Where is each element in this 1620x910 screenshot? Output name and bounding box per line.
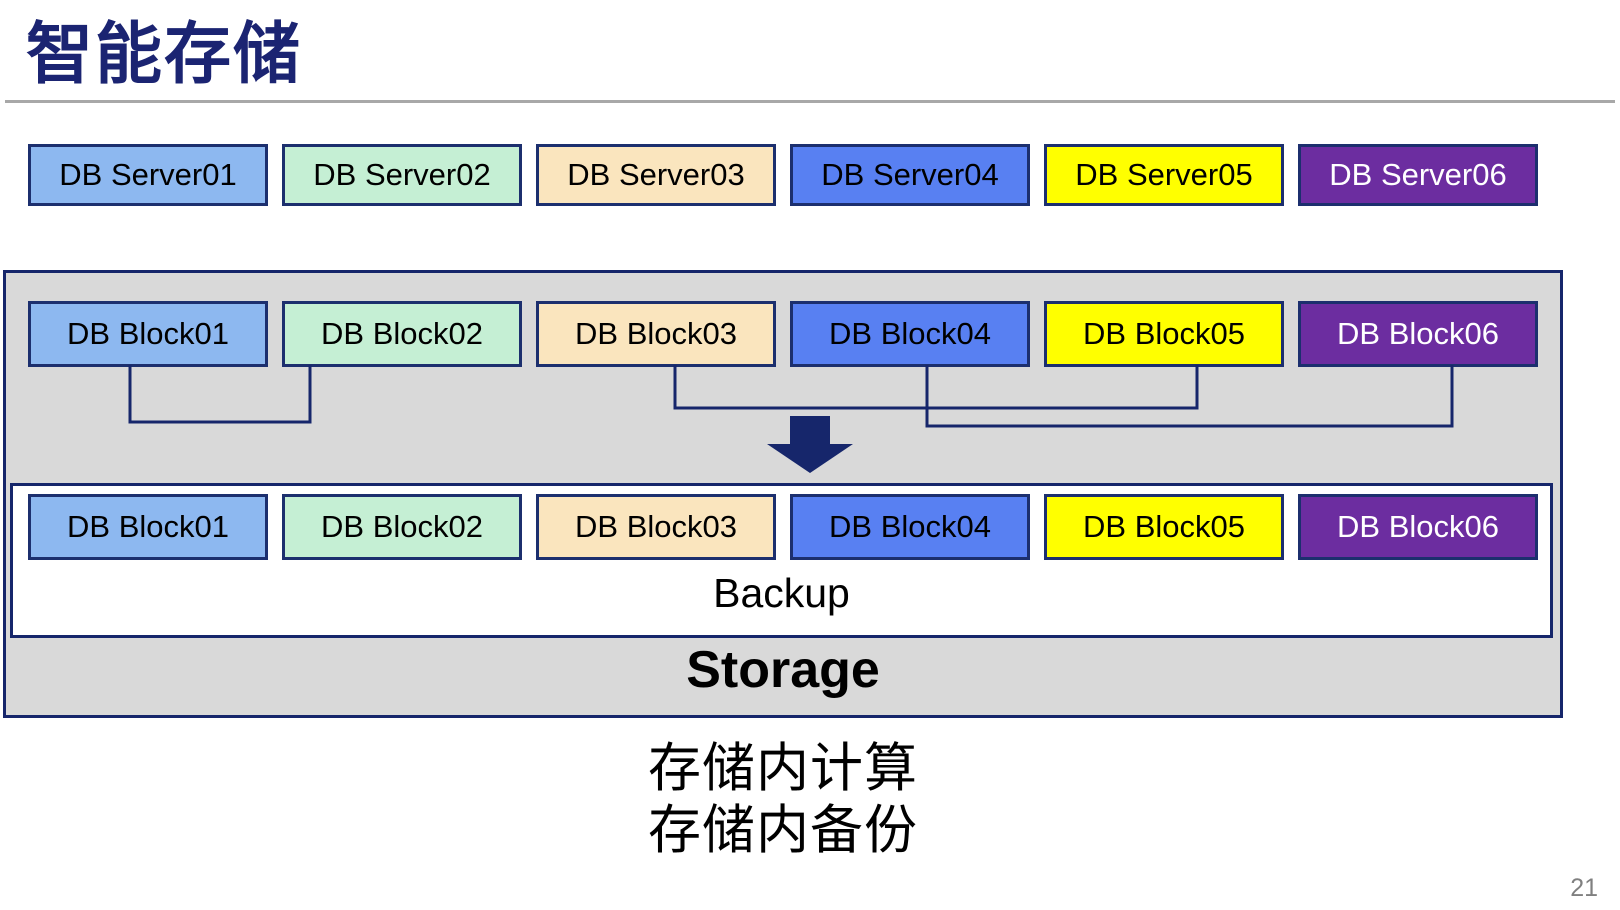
server-box-03: DB Server03 [536,144,776,206]
backup-block-05: DB Block05 [1044,494,1284,560]
source-block-03: DB Block03 [536,301,776,367]
server-box-06: DB Server06 [1298,144,1538,206]
source-block-01: DB Block01 [28,301,268,367]
backup-block-04: DB Block04 [790,494,1030,560]
source-block-06: DB Block06 [1298,301,1538,367]
storage-label: Storage [686,641,880,699]
backup-block-02: DB Block02 [282,494,522,560]
backup-block-03: DB Block03 [536,494,776,560]
server-row: DB Server01 DB Server02 DB Server03 DB S… [28,144,1538,206]
source-block-row: DB Block01 DB Block02 DB Block03 DB Bloc… [28,301,1538,367]
server-box-02: DB Server02 [282,144,522,206]
source-block-04: DB Block04 [790,301,1030,367]
page-title: 智能存储 [26,17,302,92]
backup-block-row: DB Block01 DB Block02 DB Block03 DB Bloc… [28,494,1538,560]
page-number: 21 [1570,874,1598,902]
caption-text: 存储内计算 存储内备份 [648,738,918,862]
server-box-04: DB Server04 [790,144,1030,206]
backup-block-06: DB Block06 [1298,494,1538,560]
server-box-05: DB Server05 [1044,144,1284,206]
source-block-02: DB Block02 [282,301,522,367]
backup-block-01: DB Block01 [28,494,268,560]
server-box-01: DB Server01 [28,144,268,206]
caption-line-2: 存储内备份 [648,801,918,860]
caption-line-1: 存储内计算 [648,739,918,798]
source-block-05: DB Block05 [1044,301,1284,367]
backup-label: Backup [713,570,850,616]
title-divider [5,100,1615,103]
